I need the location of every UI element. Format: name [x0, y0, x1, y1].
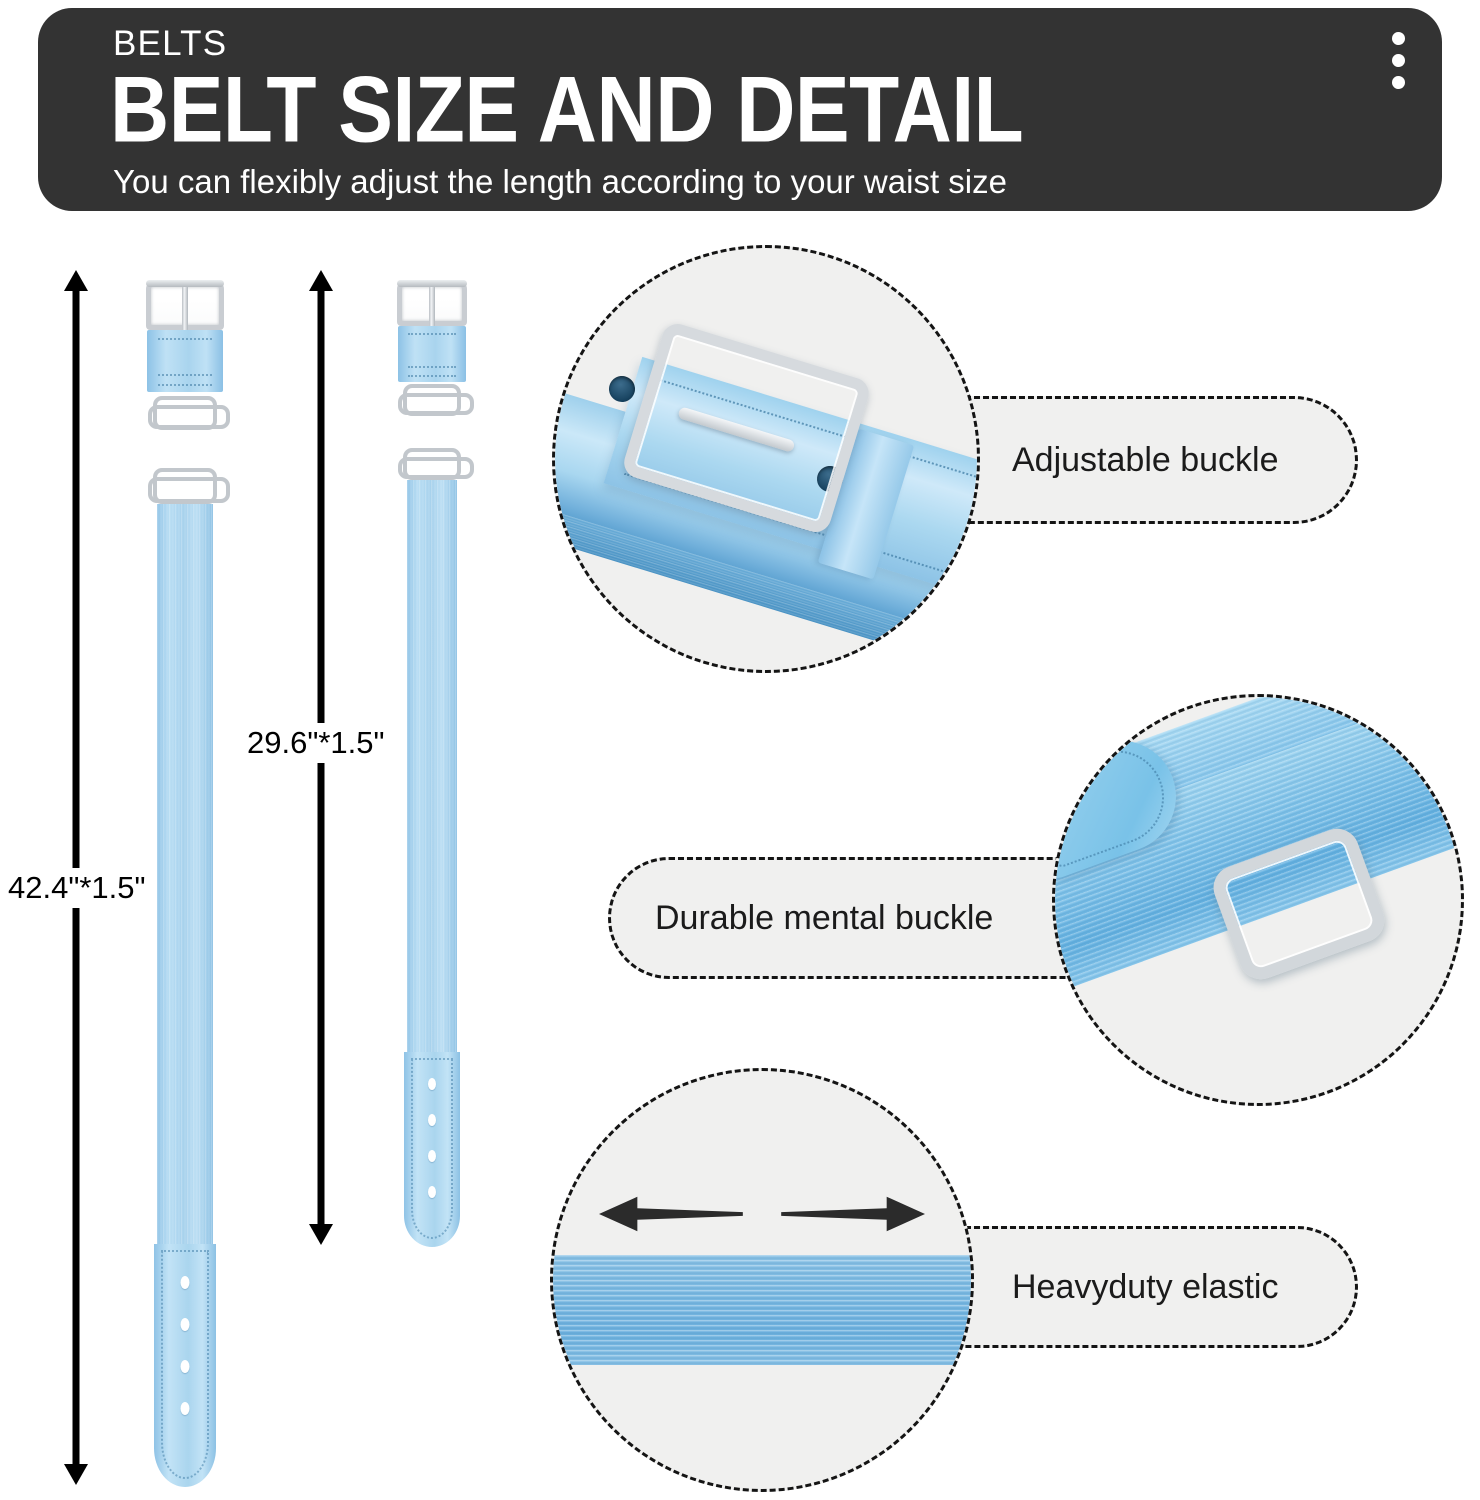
belt-hole: [180, 1276, 190, 1289]
pin-buckle-icon: [146, 280, 224, 330]
metal-slide-ring: [148, 396, 230, 430]
belt-tip: [154, 1244, 216, 1487]
detail-illustration-elastic: [553, 1071, 971, 1489]
callout-label: Adjustable buckle: [1012, 440, 1279, 479]
belt-figure-short: [380, 272, 484, 1247]
tip-edge-stitch: [161, 1250, 209, 1479]
arrow-head-up: [64, 270, 88, 291]
callout-label: Durable mental buckle: [655, 898, 994, 937]
detail-illustration-slider: [1055, 697, 1461, 1103]
detail-illustration-buckle: [555, 248, 977, 670]
belt-leather-panel: [147, 330, 223, 392]
belt-hole: [428, 1150, 436, 1162]
callout-adjustable-buckle: Adjustable buckle: [938, 396, 1358, 524]
callout-label: Heavyduty elastic: [1012, 1267, 1279, 1306]
callout-heavyduty-elastic: Heavyduty elastic: [938, 1226, 1358, 1348]
belt-hole: [180, 1402, 190, 1415]
detail-circle-heavyduty-elastic: [550, 1068, 974, 1492]
pin-buckle-icon: [397, 280, 467, 326]
belt-hole: [180, 1360, 190, 1373]
kebab-dot-1: [1391, 32, 1405, 45]
stitch-line: [157, 374, 213, 376]
detail-circle-adjustable-buckle: [552, 245, 980, 673]
kebab-menu-icon[interactable]: [1390, 32, 1406, 89]
belt-hole: [428, 1078, 436, 1090]
metal-slide-ring: [398, 448, 474, 480]
stitch-line: [157, 384, 213, 386]
dimension-label-short-belt: 29.6"*1.5": [243, 723, 389, 763]
arrow-head-up: [309, 270, 333, 291]
belt-tip: [404, 1052, 460, 1247]
header-banner: BELTS BELT SIZE AND DETAIL You can flexi…: [38, 8, 1442, 211]
belt-strap: [157, 504, 213, 1244]
detail-circle-durable-mental-buckle: [1052, 694, 1464, 1106]
belt-strap: [407, 480, 457, 1052]
belt-leather-panel: [398, 326, 466, 382]
banner-subtitle: You can flexibly adjust the length accor…: [113, 163, 1007, 200]
belt-figure-long: [130, 272, 240, 1487]
metal-slide-ring: [148, 468, 230, 504]
tip-edge-stitch: [411, 1058, 453, 1239]
arrow-head-down: [64, 1464, 88, 1485]
stitch-line: [407, 333, 457, 335]
banner-eyebrow: BELTS: [113, 24, 228, 63]
arrow-head-down: [309, 1224, 333, 1245]
kebab-dot-3: [1391, 76, 1405, 89]
stitch-line: [157, 338, 213, 340]
callout-durable-mental-buckle: Durable mental buckle: [608, 857, 1086, 979]
elastic-band: [553, 1254, 971, 1365]
belt-hole: [180, 1318, 190, 1331]
kebab-dot-2: [1391, 54, 1405, 67]
page-title: BELT SIZE AND DETAIL: [110, 58, 1024, 163]
belt-hole: [428, 1186, 436, 1198]
stitch-line: [407, 375, 457, 377]
stretch-arrows-icon: [598, 1196, 925, 1232]
dimension-label-long-belt: 42.4"*1.5": [4, 868, 150, 908]
stitch-line: [407, 366, 457, 368]
belt-hole: [428, 1114, 436, 1126]
metal-slide-ring: [398, 384, 474, 416]
